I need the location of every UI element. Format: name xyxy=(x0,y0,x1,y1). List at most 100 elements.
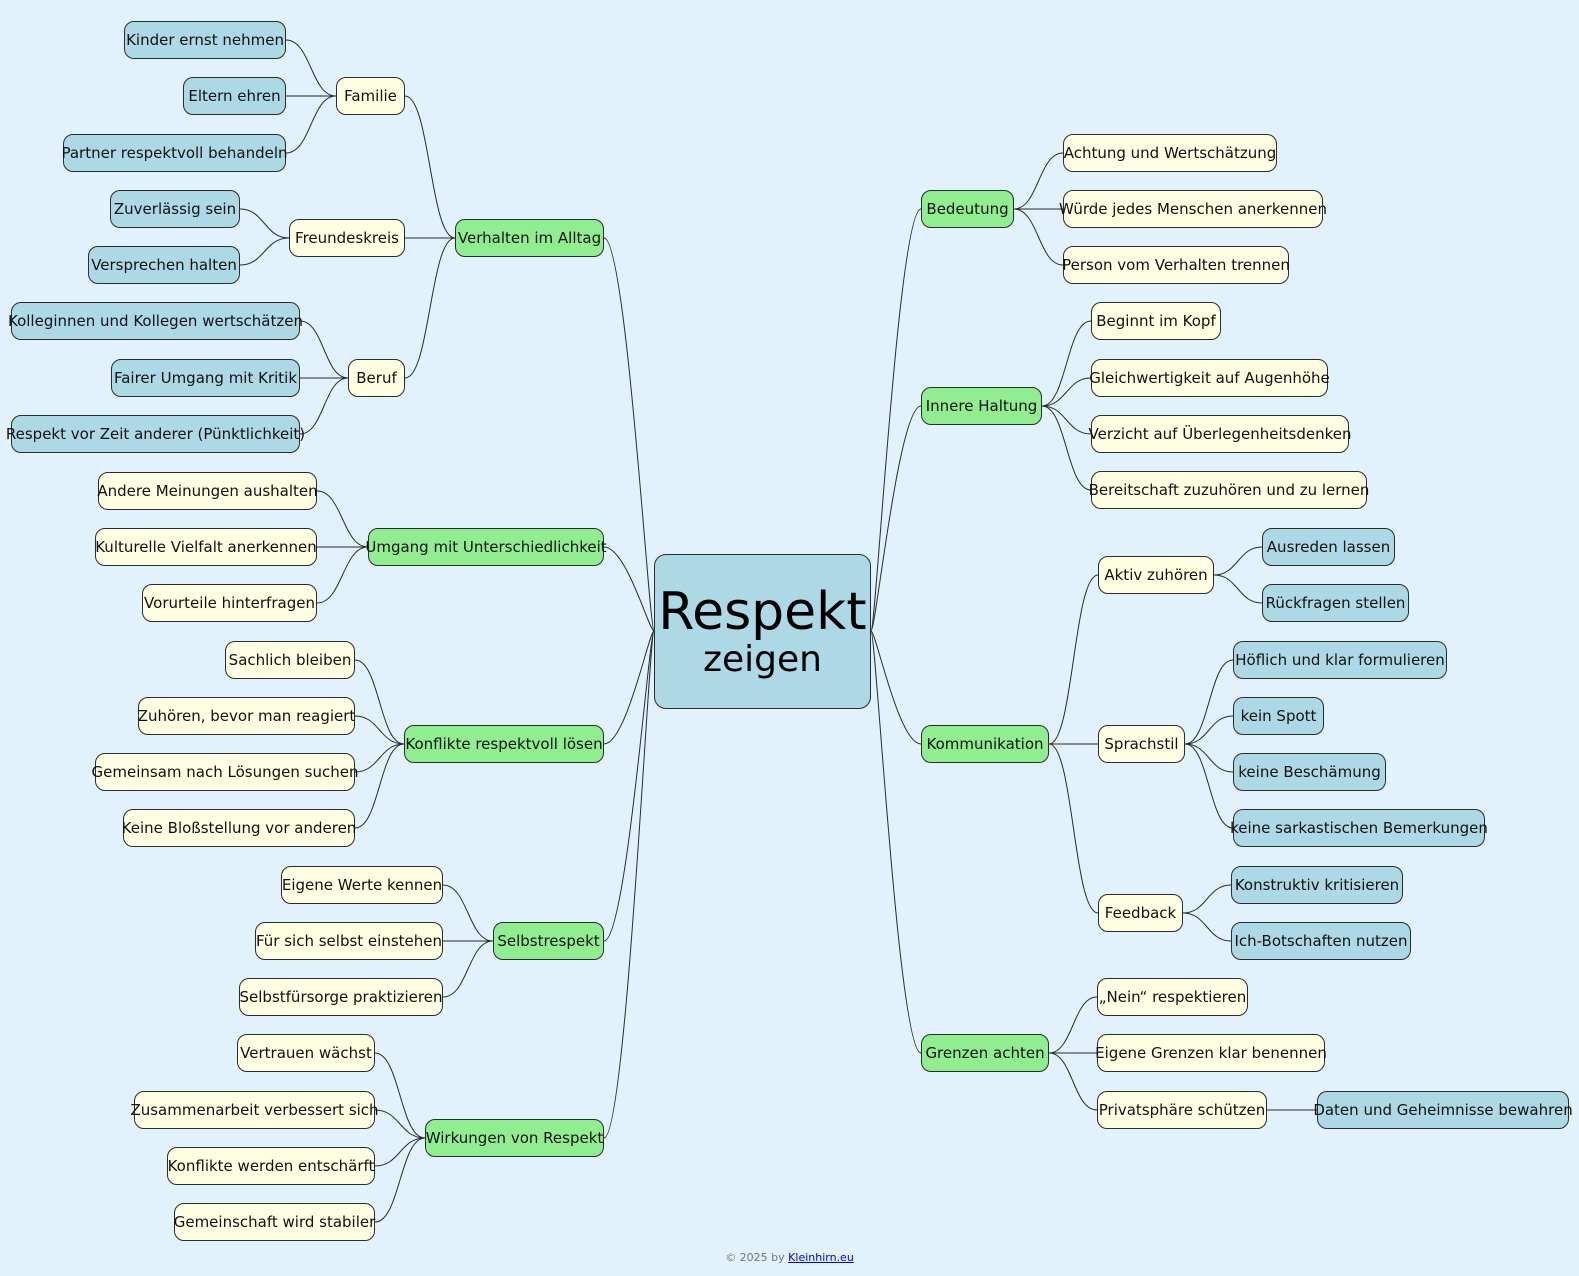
link-respekt-vor-zeit-anderer-punktlichkeit xyxy=(299,377,349,435)
branch-wirkungen-von-respekt[interactable]: Wirkungen von Respekt xyxy=(425,1119,604,1157)
link-nein-respektieren xyxy=(1048,996,1098,1054)
link-keine-beschamung xyxy=(1184,743,1234,773)
topic-andere-meinungen-aushalten[interactable]: Andere Meinungen aushalten xyxy=(97,472,318,510)
topic-person-vom-verhalten-trennen[interactable]: Person vom Verhalten trennen xyxy=(1062,246,1290,284)
detail-eltern-ehren[interactable]: Eltern ehren xyxy=(183,77,286,115)
topic-feedback[interactable]: Feedback xyxy=(1098,894,1183,932)
link-vertrauen-wachst xyxy=(374,1052,426,1139)
node-label: Versprechen halten xyxy=(91,255,237,274)
node-label: Grenzen achten xyxy=(925,1043,1045,1062)
topic-beruf[interactable]: Beruf xyxy=(348,359,405,397)
detail-keine-sarkastischen-bemerkungen[interactable]: keine sarkastischen Bemerkungen xyxy=(1230,809,1488,847)
detail-ich-botschaften-nutzen[interactable]: Ich-Botschaften nutzen xyxy=(1231,922,1411,960)
topic-eigene-grenzen-klar-benennen[interactable]: Eigene Grenzen klar benennen xyxy=(1095,1034,1327,1072)
node-label: Höflich und klar formulieren xyxy=(1235,650,1445,669)
detail-respekt-vor-zeit-anderer-punktlichkeit[interactable]: Respekt vor Zeit anderer (Pünktlichkeit) xyxy=(6,415,305,453)
detail-kinder-ernst-nehmen[interactable]: Kinder ernst nehmen xyxy=(124,21,286,59)
node-label: Freundeskreis xyxy=(295,228,399,247)
link-verzicht-auf-uberlegenheitsdenken xyxy=(1041,405,1092,435)
node-label: Partner respektvoll behandeln xyxy=(61,143,288,162)
node-label: Eigene Grenzen klar benennen xyxy=(1095,1043,1327,1062)
topic-keine-blossstellung-vor-anderen[interactable]: Keine Bloßstellung vor anderen xyxy=(122,809,356,847)
topic-sachlich-bleiben[interactable]: Sachlich bleiben xyxy=(225,641,355,679)
link-keine-blossstellung-vor-anderen xyxy=(354,743,405,829)
detail-daten-und-geheimnisse-bewahren[interactable]: Daten und Geheimnisse bewahren xyxy=(1313,1091,1573,1129)
detail-versprechen-halten[interactable]: Versprechen halten xyxy=(88,246,240,284)
topic-konflikte-werden-entscharft[interactable]: Konflikte werden entschärft xyxy=(167,1147,375,1185)
footer-link[interactable]: Kleinhirn.eu xyxy=(788,1251,854,1264)
detail-keine-beschamung[interactable]: keine Beschämung xyxy=(1233,753,1386,791)
link-andere-meinungen-aushalten xyxy=(316,490,369,548)
topic-kulturelle-vielfalt-anerkennen[interactable]: Kulturelle Vielfalt anerkennen xyxy=(95,528,317,566)
topic-beginnt-im-kopf[interactable]: Beginnt im Kopf xyxy=(1091,302,1221,340)
node-label: Selbstrespekt xyxy=(497,931,600,950)
branch-kommunikation[interactable]: Kommunikation xyxy=(921,725,1049,763)
detail-hoflich-und-klar-formulieren[interactable]: Höflich und klar formulieren xyxy=(1233,641,1447,679)
link-root-verhalten-im-alltag xyxy=(603,237,655,632)
node-label: Achtung und Wertschätzung xyxy=(1063,143,1277,162)
detail-ruckfragen-stellen[interactable]: Rückfragen stellen xyxy=(1262,584,1409,622)
topic-privatsphare-schutzen[interactable]: Privatsphäre schützen xyxy=(1097,1091,1267,1129)
topic-nein-respektieren[interactable]: „Nein“ respektieren xyxy=(1097,978,1248,1016)
topic-aktiv-zuhoren[interactable]: Aktiv zuhören xyxy=(1098,556,1214,594)
topic-eigene-werte-kennen[interactable]: Eigene Werte kennen xyxy=(281,866,443,904)
topic-freundeskreis[interactable]: Freundeskreis xyxy=(289,219,405,257)
topic-vorurteile-hinterfragen[interactable]: Vorurteile hinterfragen xyxy=(142,584,317,622)
detail-zuverlassig-sein[interactable]: Zuverlässig sein xyxy=(110,190,240,228)
link-kein-spott xyxy=(1184,715,1234,745)
detail-kolleginnen-und-kollegen-wertschatzen[interactable]: Kolleginnen und Kollegen wertschätzen xyxy=(8,302,303,340)
branch-selbstrespekt[interactable]: Selbstrespekt xyxy=(493,922,604,960)
topic-sprachstil[interactable]: Sprachstil xyxy=(1098,725,1185,763)
link-selbstfursorge-praktizieren xyxy=(442,940,494,998)
link-kolleginnen-und-kollegen-wertschatzen xyxy=(299,320,349,379)
node-label: Eltern ehren xyxy=(188,86,281,105)
topic-familie[interactable]: Familie xyxy=(336,77,405,115)
node-label: Vertrauen wächst xyxy=(240,1043,372,1062)
topic-zuhoren-bevor-man-reagiert[interactable]: Zuhören, bevor man reagiert xyxy=(138,697,355,735)
link-gemeinsam-nach-losungen-suchen xyxy=(354,743,405,773)
link-privatsphare-schutzen xyxy=(1048,1052,1098,1111)
topic-bereitschaft-zuzuhoren-und-zu-lernen[interactable]: Bereitschaft zuzuhören und zu lernen xyxy=(1089,471,1369,509)
link-partner-respektvoll-behandeln xyxy=(285,95,337,154)
topic-gemeinsam-nach-losungen-suchen[interactable]: Gemeinsam nach Lösungen suchen xyxy=(92,753,358,791)
topic-wurde-jedes-menschen-anerkennen[interactable]: Würde jedes Menschen anerkennen xyxy=(1059,190,1327,228)
detail-ausreden-lassen[interactable]: Ausreden lassen xyxy=(1262,528,1395,566)
link-root-innere-haltung xyxy=(870,405,922,632)
node-label: Verhalten im Alltag xyxy=(457,228,602,247)
topic-selbstfursorge-praktizieren[interactable]: Selbstfürsorge praktizieren xyxy=(239,978,443,1016)
detail-partner-respektvoll-behandeln[interactable]: Partner respektvoll behandeln xyxy=(61,134,288,172)
node-label: Zusammenarbeit verbessert sich xyxy=(130,1100,379,1119)
branch-verhalten-im-alltag[interactable]: Verhalten im Alltag xyxy=(455,219,604,257)
node-label: Respekt vor Zeit anderer (Pünktlichkeit) xyxy=(5,424,306,443)
node-label: Wirkungen von Respekt xyxy=(425,1128,604,1147)
node-label: Ausreden lassen xyxy=(1266,537,1391,556)
topic-gleichwertigkeit-auf-augenhohe[interactable]: Gleichwertigkeit auf Augenhöhe xyxy=(1089,359,1330,397)
root-subtitle: zeigen xyxy=(703,638,822,680)
branch-umgang-mit-unterschiedlichkeit[interactable]: Umgang mit Unterschiedlichkeit xyxy=(365,528,607,566)
link-kinder-ernst-nehmen xyxy=(285,39,337,97)
branch-konflikte-respektvoll-losen[interactable]: Konflikte respektvoll lösen xyxy=(404,725,604,763)
topic-fur-sich-selbst-einstehen[interactable]: Für sich selbst einstehen xyxy=(255,922,443,960)
node-label: Gemeinschaft wird stabiler xyxy=(173,1212,376,1231)
topic-gemeinschaft-wird-stabiler[interactable]: Gemeinschaft wird stabiler xyxy=(174,1203,375,1241)
node-label: Rückfragen stellen xyxy=(1265,593,1406,612)
topic-vertrauen-wachst[interactable]: Vertrauen wächst xyxy=(237,1034,375,1072)
topic-zusammenarbeit-verbessert-sich[interactable]: Zusammenarbeit verbessert sich xyxy=(130,1091,379,1129)
node-label: Kolleginnen und Kollegen wertschätzen xyxy=(8,311,303,330)
branch-innere-haltung[interactable]: Innere Haltung xyxy=(921,387,1042,425)
detail-fairer-umgang-mit-kritik[interactable]: Fairer Umgang mit Kritik xyxy=(111,359,300,397)
detail-kein-spott[interactable]: kein Spott xyxy=(1233,697,1324,735)
topic-verzicht-auf-uberlegenheitsdenken[interactable]: Verzicht auf Überlegenheitsdenken xyxy=(1088,415,1352,453)
link-root-konflikte-respektvoll-losen xyxy=(603,630,655,745)
branch-grenzen-achten[interactable]: Grenzen achten xyxy=(921,1034,1049,1072)
root-title: Respekt xyxy=(658,581,867,642)
branch-bedeutung[interactable]: Bedeutung xyxy=(921,190,1014,228)
detail-konstruktiv-kritisieren[interactable]: Konstruktiv kritisieren xyxy=(1231,866,1403,904)
node-label: kein Spott xyxy=(1240,706,1317,725)
node-label: Privatsphäre schützen xyxy=(1098,1100,1266,1119)
node-label: Zuhören, bevor man reagiert xyxy=(137,706,356,725)
link-zusammenarbeit-verbessert-sich xyxy=(374,1109,426,1139)
node-label: Verzicht auf Überlegenheitsdenken xyxy=(1088,424,1352,443)
topic-achtung-und-wertschatzung[interactable]: Achtung und Wertschätzung xyxy=(1063,134,1277,172)
link-feedback xyxy=(1048,743,1099,914)
